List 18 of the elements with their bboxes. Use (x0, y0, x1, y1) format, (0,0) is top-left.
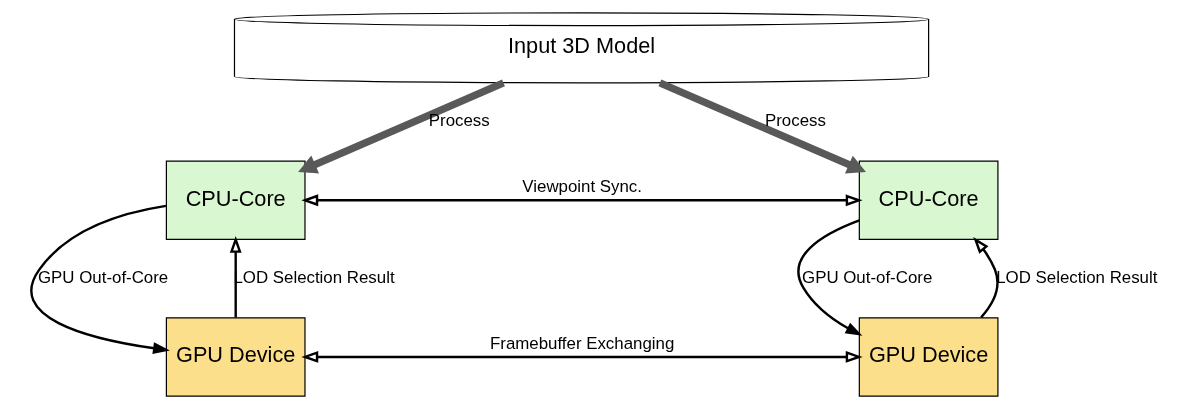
arrow (300, 351, 863, 363)
edge-label: GPU Out-of-Core (801, 268, 932, 288)
node-box: GPU Device (858, 317, 998, 397)
edge-label: Viewpoint Sync. (521, 177, 642, 197)
node-box: GPU Device (165, 317, 306, 397)
edge-label: Process (764, 111, 826, 131)
arrow (657, 79, 866, 174)
edge-label: Process (428, 111, 490, 131)
arrow (972, 236, 999, 319)
arrow (297, 79, 505, 174)
arrow (796, 219, 862, 336)
arrow (29, 204, 170, 355)
edge-label: Framebuffer Exchanging (489, 333, 674, 353)
node-box: CPU-Core (165, 160, 306, 241)
edge-label: GPU Out-of-Core (37, 268, 168, 288)
arrow (300, 194, 863, 207)
arrow (229, 235, 242, 318)
node-box: CPU-Core (858, 160, 998, 241)
